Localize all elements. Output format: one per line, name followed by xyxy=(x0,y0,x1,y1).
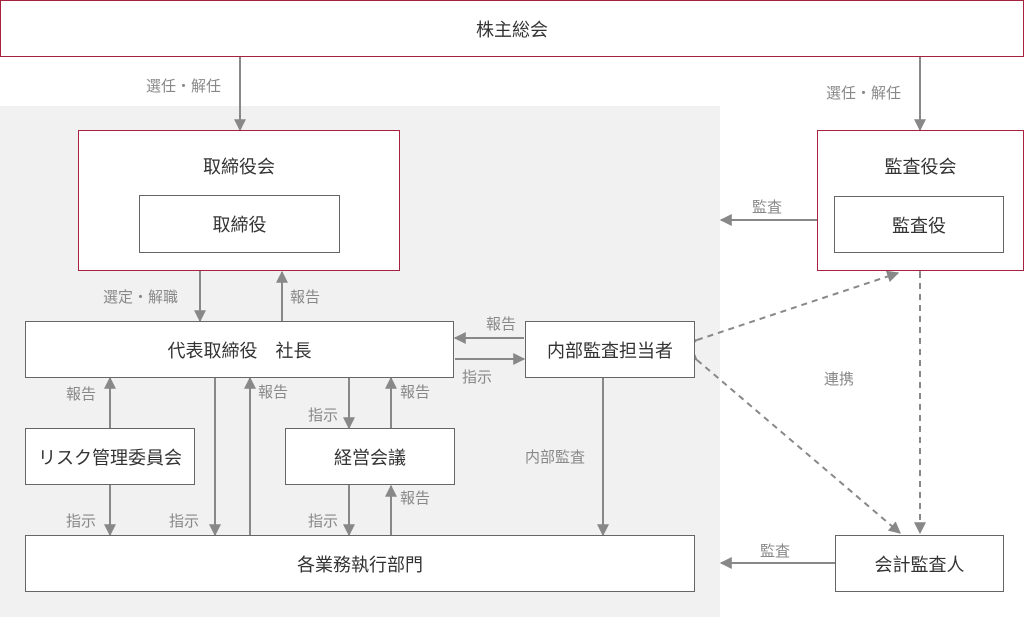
business-departments-box: 各業務執行部門 xyxy=(25,535,695,592)
label-report-dept-mgmt: 報告 xyxy=(400,489,431,507)
label-report-dept-president: 報告 xyxy=(258,383,289,401)
audit-board-label: 監査役会 xyxy=(884,157,957,178)
label-instruct-internal: 指示 xyxy=(462,368,493,386)
accounting-auditor-box: 会計監査人 xyxy=(835,535,1004,592)
label-report-mgmt: 報告 xyxy=(400,383,431,401)
board-of-directors-label: 取締役会 xyxy=(203,157,275,178)
internal-audit-label: 内部監査担当者 xyxy=(547,340,673,362)
auditor-label: 監査役 xyxy=(892,215,946,237)
shareholders-meeting-label: 株主総会 xyxy=(476,19,548,41)
director-box: 取締役 xyxy=(139,195,340,253)
director-label: 取締役 xyxy=(212,215,267,236)
label-elect-dismiss-left: 選任・解任 xyxy=(146,77,222,95)
accounting-auditor-label: 会計監査人 xyxy=(874,554,965,576)
label-report-risk: 報告 xyxy=(66,385,97,403)
auditor-box: 監査役 xyxy=(834,196,1004,253)
president-label: 代表取締役 社長 xyxy=(167,340,312,362)
dashed-internal-accounting xyxy=(684,348,901,534)
label-audit-board-to-center: 監査 xyxy=(752,198,783,216)
label-select-dismiss: 選定・解職 xyxy=(103,288,179,306)
label-instruct-president-dept: 指示 xyxy=(169,512,200,530)
risk-committee-label: リスク管理委員会 xyxy=(38,447,182,469)
label-instruct-mgmt: 指示 xyxy=(308,406,339,424)
label-audit-accounting: 監査 xyxy=(760,542,791,560)
president-box: 代表取締役 社長 xyxy=(25,321,454,378)
label-instruct-mgmt-dept: 指示 xyxy=(308,512,339,530)
label-instruct-risk: 指示 xyxy=(66,512,97,530)
label-report-internal: 報告 xyxy=(486,315,517,333)
dashed-internal-audit-board xyxy=(684,270,900,350)
label-coordination: 連携 xyxy=(824,370,855,388)
label-report-board: 報告 xyxy=(290,288,321,306)
management-meeting-box: 経営会議 xyxy=(285,428,455,485)
business-departments-label: 各業務執行部門 xyxy=(297,554,423,576)
internal-audit-box: 内部監査担当者 xyxy=(525,321,695,378)
label-internal-audit: 内部監査 xyxy=(525,448,586,466)
label-elect-dismiss-right: 選任・解任 xyxy=(826,84,902,102)
management-meeting-label: 経営会議 xyxy=(334,447,406,469)
risk-committee-box: リスク管理委員会 xyxy=(25,428,195,485)
shareholders-meeting-box: 株主総会 xyxy=(0,0,1024,57)
